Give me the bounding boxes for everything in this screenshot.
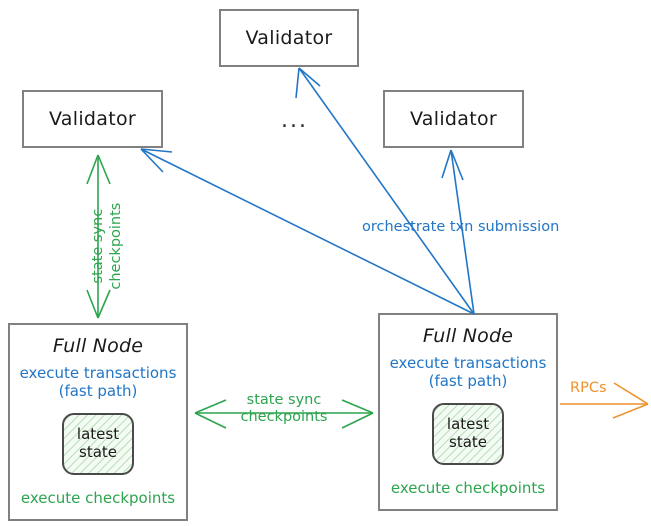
state-sync-horizontal-line2: checkpoints bbox=[240, 409, 328, 426]
full-node-title: Full Node bbox=[52, 335, 144, 357]
latest-state-line2: state bbox=[449, 432, 487, 451]
latest-state-line2: state bbox=[79, 442, 117, 461]
validator-label: Validator bbox=[48, 108, 136, 130]
validator-label: Validator bbox=[409, 108, 497, 130]
state-sync-vertical-label: state sync checkpoints bbox=[89, 194, 125, 298]
full-node-fastpath-line1: execute transactions bbox=[389, 354, 547, 372]
full-node-left[interactable]: Full Node execute transactions (fast pat… bbox=[8, 323, 188, 521]
state-sync-horizontal-line1: state sync bbox=[246, 392, 322, 408]
orchestrate-txn-submission-label: orchestrate txn submission bbox=[362, 219, 560, 235]
full-node-right[interactable]: Full Node execute transactions (fast pat… bbox=[378, 313, 558, 511]
ellipsis-more-validators: ... bbox=[281, 108, 308, 133]
latest-state-chip[interactable]: latest state bbox=[62, 412, 134, 475]
full-node-fastpath-line1: execute transactions bbox=[19, 364, 177, 382]
rpcs-label: RPCs bbox=[570, 380, 607, 396]
state-sync-vertical-line1: state sync bbox=[89, 208, 106, 284]
full-node-fastpath-note: execute transactions (fast path) bbox=[20, 364, 177, 401]
execute-checkpoints-label: execute checkpoints bbox=[390, 478, 546, 497]
validator-node-left[interactable]: Validator bbox=[22, 90, 163, 148]
execute-checkpoints-label: execute checkpoints bbox=[20, 488, 176, 507]
validator-node-top[interactable]: Validator bbox=[219, 9, 359, 67]
full-node-fastpath-note: execute transactions (fast path) bbox=[390, 354, 547, 391]
full-node-fastpath-line2: (fast path) bbox=[58, 382, 138, 401]
validator-node-right[interactable]: Validator bbox=[383, 90, 524, 148]
full-node-fastpath-line2: (fast path) bbox=[428, 372, 508, 391]
validator-label: Validator bbox=[245, 27, 333, 49]
latest-state-line1: latest bbox=[76, 424, 120, 443]
latest-state-chip[interactable]: latest state bbox=[432, 402, 504, 465]
state-sync-horizontal-label: state sync checkpoints bbox=[231, 392, 337, 427]
state-sync-vertical-line2: checkpoints bbox=[108, 202, 124, 290]
full-node-title: Full Node bbox=[422, 325, 514, 347]
latest-state-line1: latest bbox=[446, 414, 490, 433]
